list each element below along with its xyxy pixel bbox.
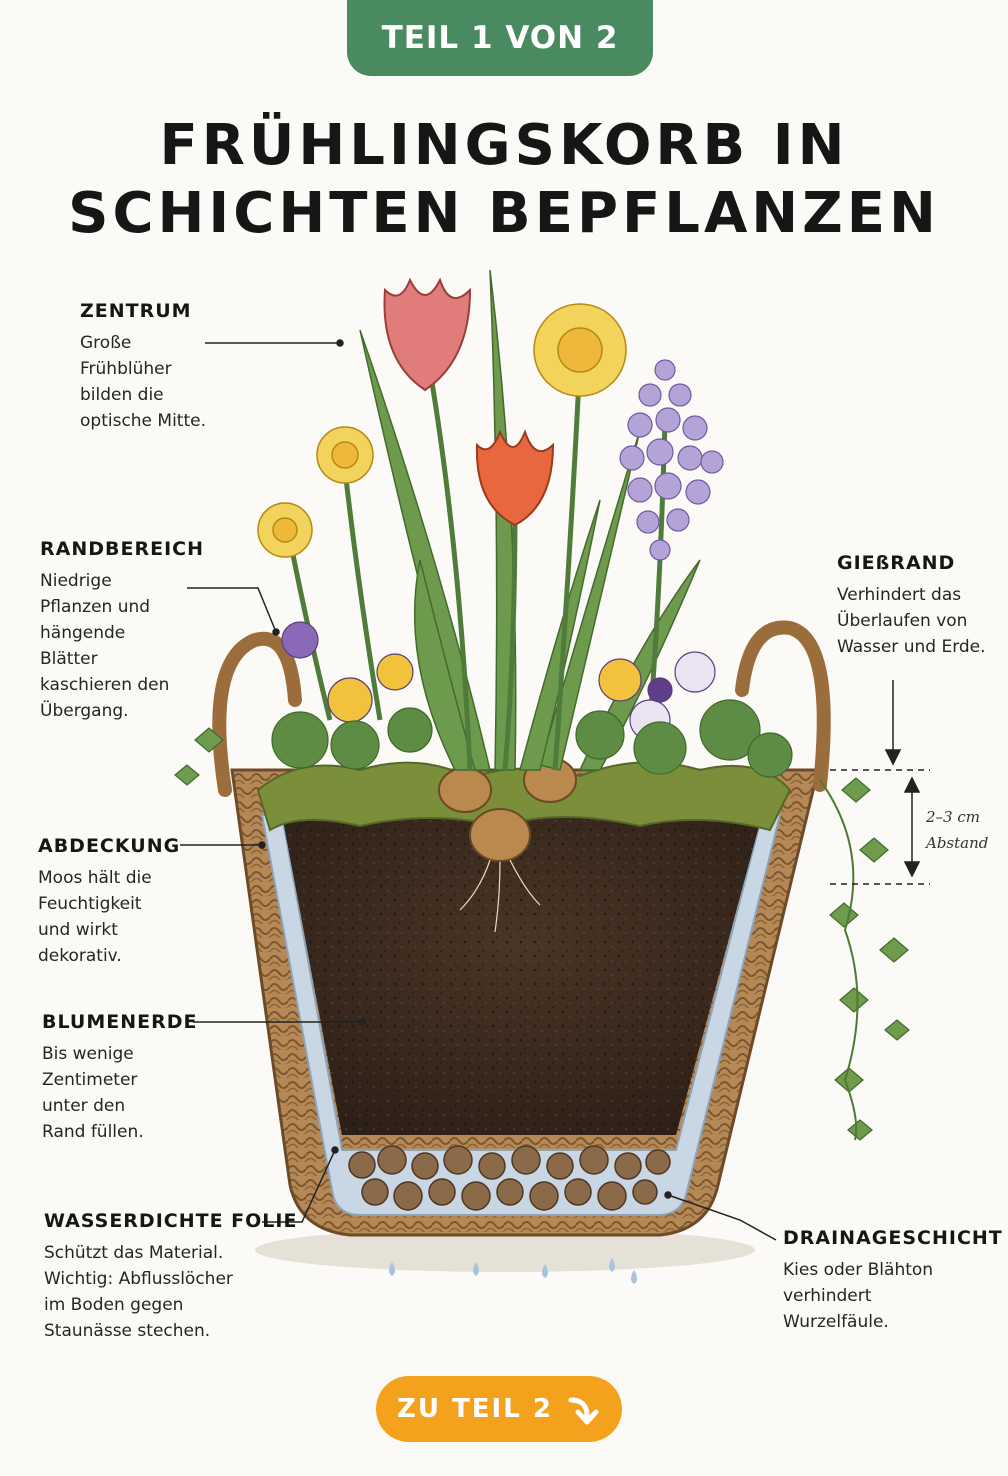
label-line: unter den [42, 1096, 126, 1116]
tulip-flowers [383, 277, 555, 527]
label-blumenerde: BLUMENERDE Bis wenige Zentimeter unter d… [42, 1009, 198, 1145]
gap-annotation: 2–3 cm Abstand [926, 804, 988, 856]
label-zentrum: ZENTRUM Große Frühblüher bilden die opti… [80, 298, 206, 434]
page-title: FRÜHLINGSKORB IN SCHICHTEN BEPFLANZEN [0, 112, 1008, 248]
ground-shadow [255, 1228, 755, 1272]
basket-handle-right [735, 620, 831, 792]
label-line: Frühblüher [80, 359, 172, 379]
label-line: verhindert [783, 1286, 872, 1306]
label-abdeckung: ABDECKUNG Moos hält die Feuchtigkeit und… [38, 833, 180, 969]
title-line-2: SCHICHTEN BEPFLANZEN [68, 181, 940, 246]
label-line: dekorativ. [38, 946, 122, 966]
label-heading: BLUMENERDE [42, 1011, 198, 1033]
arrow-down-right-icon [568, 1397, 599, 1425]
bulb-roots [459, 859, 541, 933]
label-heading: ABDECKUNG [38, 835, 181, 857]
plant-leaves [359, 269, 701, 771]
label-drainageschicht: DRAINAGESCHICHT Kies oder Blähton verhin… [783, 1225, 1003, 1335]
label-line: Wasser und Erde. [837, 637, 986, 657]
daffodil-flowers [257, 303, 627, 558]
label-line: im Boden gegen [44, 1295, 184, 1315]
label-line: Staunässe stechen. [44, 1321, 211, 1341]
label-line: Zentimeter [42, 1070, 138, 1090]
drainage-pebbles [348, 1145, 671, 1211]
label-line: Verhindert das [837, 585, 962, 605]
label-line: Blätter [40, 649, 98, 669]
label-heading: ZENTRUM [80, 300, 192, 322]
label-line: Wichtig: Abflusslöcher [44, 1269, 233, 1289]
label-line: kaschieren den [40, 675, 170, 695]
title-line-1: FRÜHLINGSKORB IN [159, 113, 849, 178]
label-line: Übergang. [40, 701, 129, 721]
label-line: Feuchtigkeit [38, 894, 142, 914]
basket-handle-left [212, 631, 302, 797]
label-line: bilden die [80, 385, 164, 405]
label-randbereich: RANDBEREICH Niedrige Pflanzen und hängen… [40, 536, 204, 724]
label-line: Niedrige [40, 571, 112, 591]
label-line: Schützt das Material. [44, 1243, 224, 1263]
pansy-flowers [281, 621, 716, 741]
label-line: optische Mitte. [80, 411, 207, 431]
label-heading: RANDBEREICH [40, 538, 204, 560]
hyacinth-flower [619, 359, 724, 561]
label-heading: WASSERDICHTE FOLIE [44, 1210, 298, 1232]
part-badge: TEIL 1 VON 2 [347, 0, 653, 76]
gap-value: 2–3 cm [926, 808, 980, 826]
label-giessrand: GIEßRAND Verhindert das Überlaufen von W… [837, 550, 986, 660]
label-heading: GIEßRAND [837, 552, 956, 574]
next-part-label: ZU TEIL 2 [397, 1394, 553, 1424]
label-heading: DRAINAGESCHICHT [783, 1227, 1003, 1249]
label-line: Wurzelfäule. [783, 1312, 889, 1332]
label-line: Rand füllen. [42, 1122, 144, 1142]
label-line: Pflanzen und [40, 597, 151, 617]
label-line: Kies oder Blähton [783, 1260, 934, 1280]
gap-label: Abstand [926, 834, 989, 852]
label-line: Bis wenige [42, 1044, 134, 1064]
label-wasserdichte-folie: WASSERDICHTE FOLIE Schützt das Material.… [44, 1208, 297, 1344]
label-line: und wirkt [38, 920, 118, 940]
label-line: Moos hält die [38, 868, 152, 888]
water-drops [389, 1258, 637, 1284]
label-line: Überlaufen von [837, 611, 968, 631]
label-line: Große [80, 333, 132, 353]
callout-lines [180, 339, 930, 1241]
label-line: hängende [40, 623, 126, 643]
foliage-mound [271, 699, 793, 778]
next-part-button[interactable]: ZU TEIL 2 [376, 1376, 622, 1442]
